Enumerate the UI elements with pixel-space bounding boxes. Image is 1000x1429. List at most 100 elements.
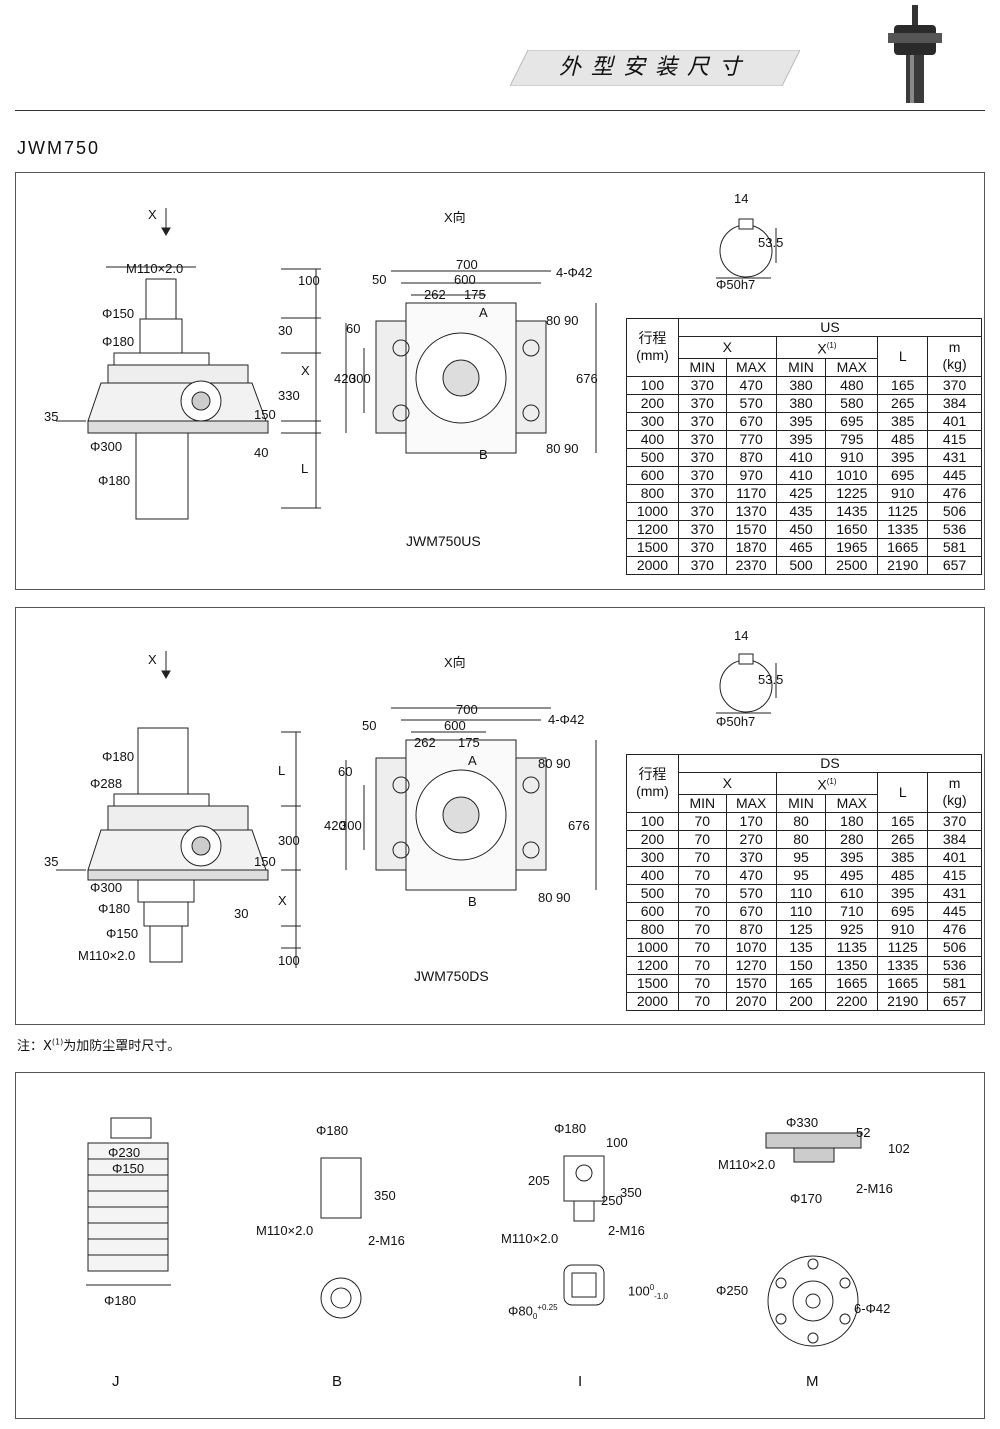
ds-x-view: X向 bbox=[444, 655, 466, 670]
table-cell: 70 bbox=[677, 847, 727, 867]
stroke-header: 行程(mm) bbox=[626, 754, 679, 813]
x1-header: X(1) bbox=[775, 336, 879, 359]
banner-shape bbox=[510, 50, 800, 86]
table-cell: 1665 bbox=[877, 537, 929, 557]
header-banner: 外型安装尺寸 bbox=[510, 50, 800, 86]
table-cell: 270 bbox=[725, 829, 777, 849]
table-cell: 536 bbox=[927, 955, 982, 975]
m-h52: 52 bbox=[856, 1125, 871, 1140]
ds-d300v: 300 bbox=[278, 833, 300, 848]
j-d230: Φ230 bbox=[108, 1145, 141, 1160]
table-cell: 80 bbox=[775, 811, 827, 831]
us-w700: 700 bbox=[456, 257, 478, 272]
table-cell: 70 bbox=[677, 901, 727, 921]
ds-dL: L bbox=[278, 763, 286, 778]
table-cell: 1270 bbox=[725, 955, 777, 975]
table-cell: 70 bbox=[677, 865, 727, 885]
table-cell: 431 bbox=[927, 883, 982, 903]
table-cell: 580 bbox=[825, 393, 879, 413]
table-cell: 110 bbox=[775, 901, 827, 921]
us-w600: 600 bbox=[454, 272, 476, 287]
table-cell: 1870 bbox=[725, 537, 777, 557]
drawing-us bbox=[56, 208, 777, 520]
table-cell: 485 bbox=[877, 865, 929, 885]
ds-h80b: 80 bbox=[538, 890, 553, 905]
us-keyd: Φ50h7 bbox=[716, 277, 756, 292]
b-thread: M110×2.0 bbox=[256, 1223, 314, 1238]
table-cell: 485 bbox=[877, 429, 929, 449]
us-w175: 175 bbox=[464, 287, 486, 302]
l-header: L bbox=[877, 336, 929, 377]
table-cell: 1070 bbox=[725, 937, 777, 957]
ds-w175: 175 bbox=[458, 735, 480, 750]
table-cell: 395 bbox=[775, 429, 827, 449]
table-cell: 500 bbox=[775, 555, 827, 575]
table-cell: 370 bbox=[927, 375, 982, 395]
table-cell: 1000 bbox=[626, 937, 679, 957]
table-cell: 2500 bbox=[825, 555, 879, 575]
ds-d180b: Φ180 bbox=[98, 901, 131, 916]
table-cell: 870 bbox=[725, 447, 777, 467]
ds-w700: 700 bbox=[456, 702, 478, 717]
us-h90: 90 bbox=[564, 313, 579, 328]
ds-key53: 53.5 bbox=[758, 672, 784, 687]
table-cell: 870 bbox=[725, 919, 777, 939]
us-key14: 14 bbox=[734, 191, 749, 206]
i-thread: M110×2.0 bbox=[501, 1231, 559, 1246]
i-h100: 100 bbox=[606, 1135, 628, 1150]
table-cell: 925 bbox=[825, 919, 879, 939]
b-d180: Φ180 bbox=[316, 1123, 349, 1138]
table-cell: 370 bbox=[677, 537, 727, 557]
view-letter-j: J bbox=[112, 1373, 120, 1390]
us-h420: 420 bbox=[334, 371, 356, 386]
table-cell: 2370 bbox=[725, 555, 777, 575]
table-cell: 1500 bbox=[626, 537, 679, 557]
us-x-arrow: X bbox=[148, 207, 157, 222]
us-dimension-table: 行程(mm) US X X(1) L m(kg) MIN MAX MIN MAX… bbox=[626, 318, 983, 575]
i-d180: Φ180 bbox=[554, 1121, 587, 1136]
table-cell: 70 bbox=[677, 919, 727, 939]
table-cell: 395 bbox=[877, 447, 929, 467]
table-cell: 70 bbox=[677, 991, 727, 1011]
ds-x-arrow: X bbox=[148, 652, 157, 667]
table-cell: 657 bbox=[927, 555, 982, 575]
table-cell: 470 bbox=[725, 375, 777, 395]
max-header: MAX bbox=[725, 793, 777, 813]
table-cell: 1435 bbox=[825, 501, 879, 521]
l-header: L bbox=[877, 772, 929, 813]
table-cell: 2190 bbox=[877, 991, 929, 1011]
us-holes: 4-Φ42 bbox=[556, 265, 593, 280]
min-header: MIN bbox=[775, 357, 827, 377]
table-cell: 770 bbox=[725, 429, 777, 449]
table-cell: 110 bbox=[775, 883, 827, 903]
us-dL: L bbox=[301, 461, 309, 476]
i-d80: Φ800+0.25 bbox=[508, 1303, 558, 1321]
ds-h90b: 90 bbox=[556, 890, 571, 905]
table-cell: 200 bbox=[775, 991, 827, 1011]
i-h350: 350 bbox=[620, 1185, 642, 1200]
us-ptB: B bbox=[479, 447, 488, 462]
table-cell: 970 bbox=[725, 465, 777, 485]
table-cell: 450 bbox=[775, 519, 827, 539]
us-h90b: 90 bbox=[564, 441, 579, 456]
table-cell: 445 bbox=[927, 901, 982, 921]
us-ptA: A bbox=[479, 305, 488, 320]
table-cell: 695 bbox=[877, 901, 929, 921]
us-x-view: X向 bbox=[444, 210, 466, 225]
table-cell: 435 bbox=[775, 501, 827, 521]
table-cell: 1570 bbox=[725, 973, 777, 993]
table-cell: 1010 bbox=[825, 465, 879, 485]
max-header: MAX bbox=[825, 793, 879, 813]
table-cell: 695 bbox=[825, 411, 879, 431]
view-letter-b: B bbox=[332, 1373, 343, 1390]
ds-caption: JWM750DS bbox=[414, 968, 489, 984]
ds-holes: 4-Φ42 bbox=[548, 712, 585, 727]
max-header: MAX bbox=[825, 357, 879, 377]
table-cell: 165 bbox=[775, 973, 827, 993]
